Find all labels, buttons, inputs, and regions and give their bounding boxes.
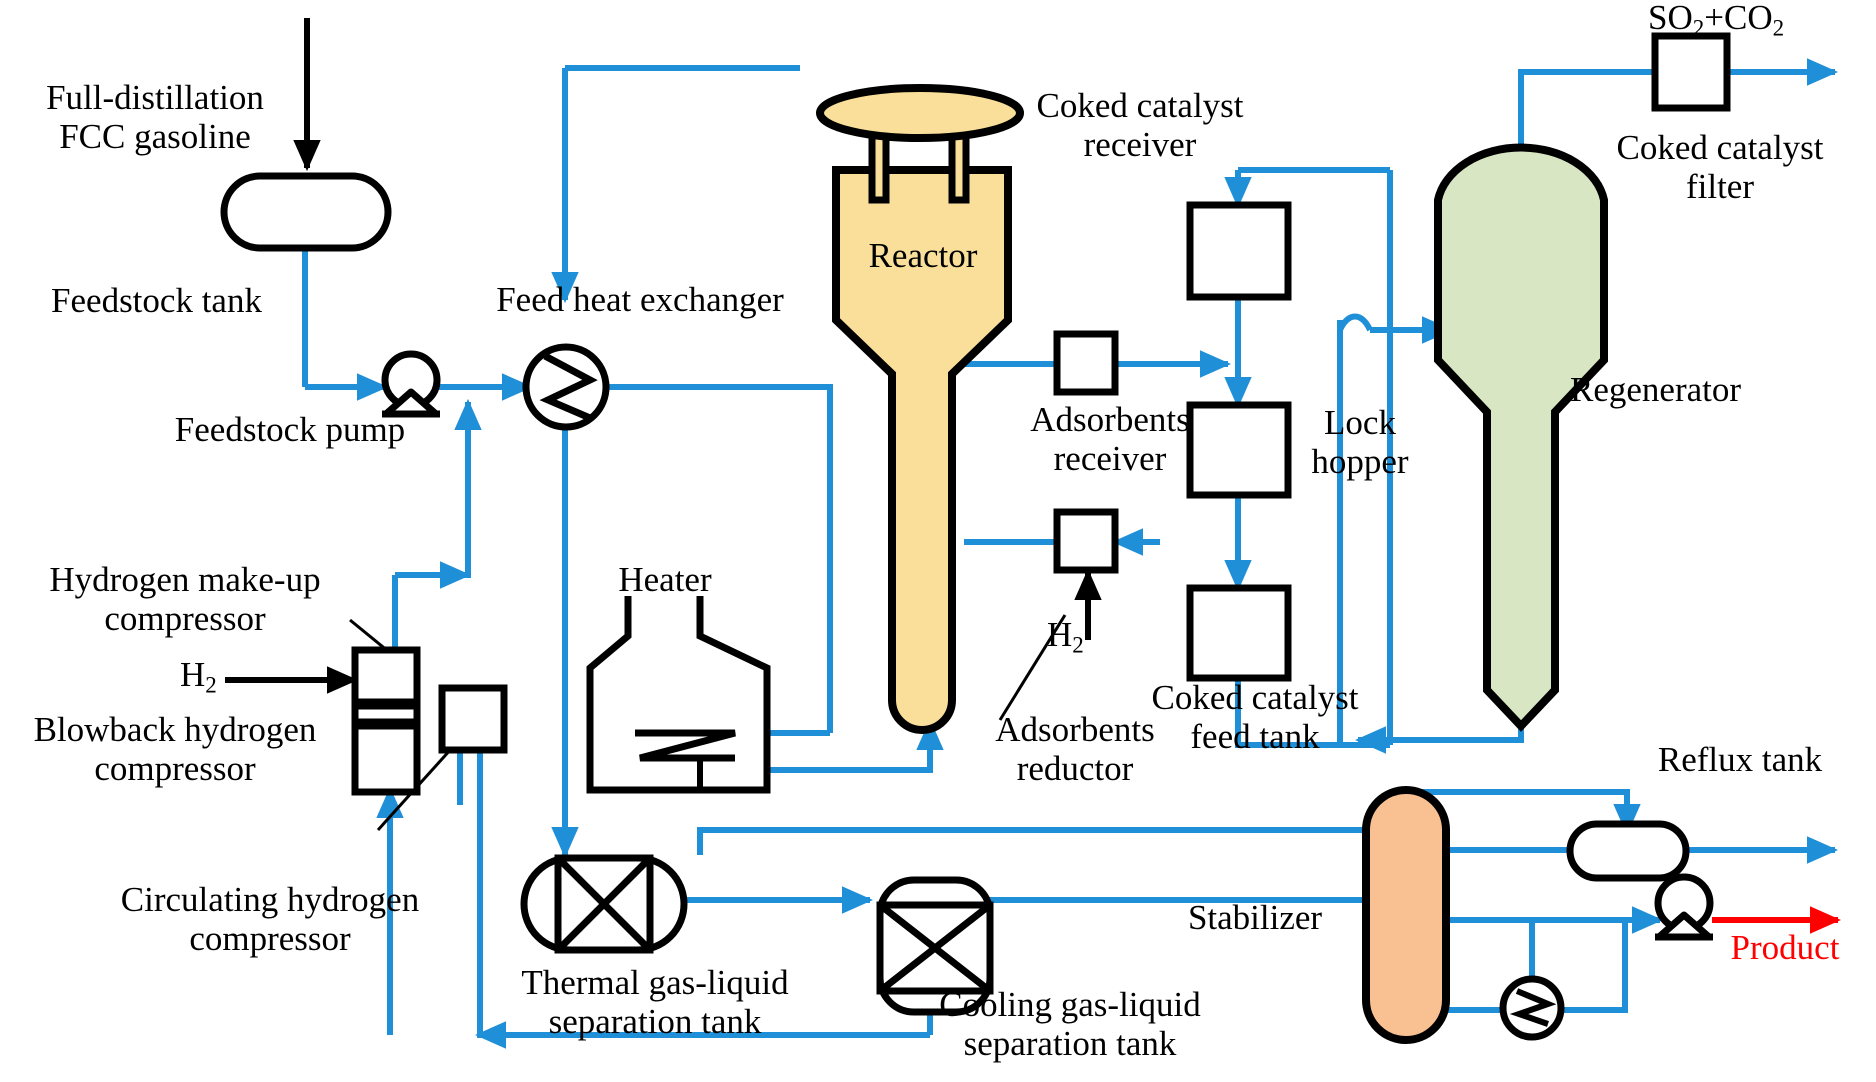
pipe-regen-to-filter bbox=[1518, 69, 1655, 150]
pipe-circ-up bbox=[395, 468, 471, 578]
h2-reductor-label: H2 bbox=[1047, 615, 1084, 658]
stabilizer-label: Stabilizer bbox=[1187, 898, 1323, 937]
thermal-separator-label: Thermal gas-liquid separation tank bbox=[521, 963, 789, 1042]
reactor-top-cap bbox=[816, 84, 1024, 142]
pipe-thermsep-vap-run bbox=[697, 827, 1340, 855]
heater-shell bbox=[586, 596, 771, 794]
circulating-hydrogen-compressor-label: Circulating hydrogen compressor bbox=[120, 880, 420, 959]
coked-catalyst-feed-tank-label: Coked catalyst feed tank bbox=[1151, 678, 1359, 757]
feed-heat-exchanger-zigzag-icon bbox=[539, 352, 598, 422]
adsorbents-reductor-label: Adsorbents reductor bbox=[995, 710, 1155, 789]
compressor-coupling-band bbox=[351, 702, 421, 726]
heater-label: Heater bbox=[618, 560, 712, 599]
hydrogen-makeup-compressor-shape bbox=[351, 646, 421, 706]
reactor-vessel bbox=[832, 166, 1012, 734]
so2-co2-label: SO2+CO2 bbox=[1648, 0, 1785, 41]
adsorbents-receiver-label: Adsorbents receiver bbox=[1030, 400, 1190, 479]
adsorbents-reductor-shape bbox=[1053, 508, 1119, 574]
product-label: Product bbox=[1730, 928, 1840, 967]
cooling-separator-label: Cooling gas-liquid separation tank bbox=[939, 985, 1201, 1064]
pipe-jog bbox=[1337, 313, 1373, 332]
reboiler-zigzag-icon bbox=[1509, 988, 1557, 1027]
thermal-separator-internals-box bbox=[554, 854, 654, 954]
regenerator-label: Regenerator bbox=[1570, 370, 1742, 409]
coked-catalyst-filter-label: Coked catalyst filter bbox=[1616, 128, 1824, 207]
lock-hopper-label: Lock hopper bbox=[1311, 403, 1409, 482]
feedstock-tank-label: Feedstock tank bbox=[51, 281, 262, 320]
blowback-hydrogen-compressor-shape bbox=[351, 722, 421, 796]
reflux-tank-shape bbox=[1566, 820, 1690, 882]
feed-heat-exchanger-label: Feed heat exchanger bbox=[496, 280, 784, 319]
h2-makeup-label: H2 bbox=[180, 655, 217, 698]
heater-coil-icon bbox=[635, 729, 736, 762]
thermal-separator-cross-icon bbox=[555, 855, 653, 953]
leader-adsorbents-reductor bbox=[998, 614, 1067, 721]
feed-heat-exchanger-body bbox=[522, 343, 610, 431]
feedstock-pump-label: Feedstock pump bbox=[174, 410, 406, 449]
reactor-label: Reactor bbox=[868, 236, 978, 275]
coked-catalyst-filter-shape bbox=[1651, 32, 1731, 112]
blowback-hydrogen-compressor-label: Blowback hydrogen compressor bbox=[33, 710, 317, 789]
coked-catalyst-feed-tank-shape bbox=[1186, 584, 1292, 682]
stabilizer-column bbox=[1362, 786, 1450, 1044]
circulating-hydrogen-compressor-shape bbox=[438, 684, 508, 754]
hydrogen-makeup-compressor-label: Hydrogen make-up compressor bbox=[49, 560, 321, 639]
coked-catalyst-receiver-label: Coked catalyst receiver bbox=[1036, 86, 1244, 165]
feedstock-tank-shape bbox=[220, 172, 392, 252]
adsorbents-receiver-shape bbox=[1053, 330, 1119, 396]
feed-stream-label: Full-distillation FCC gasoline bbox=[46, 78, 264, 157]
cooling-separator-cross-icon bbox=[877, 902, 993, 994]
coked-catalyst-receiver-shape bbox=[1186, 201, 1292, 301]
pipe-hx-out bbox=[604, 384, 833, 733]
regenerator-vessel bbox=[1434, 143, 1608, 732]
lock-hopper-box-shape bbox=[1186, 401, 1292, 499]
reflux-tank-label: Reflux tank bbox=[1657, 740, 1823, 779]
cooling-separator-internals-box bbox=[876, 901, 994, 995]
